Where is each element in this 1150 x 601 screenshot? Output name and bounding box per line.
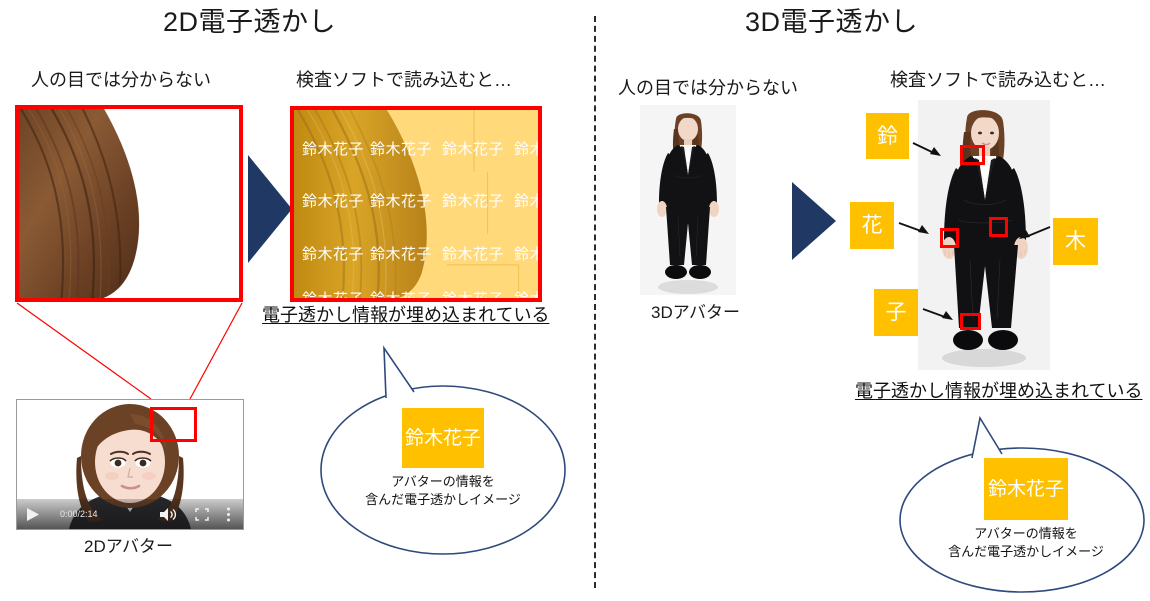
zoom-connector-lines: [16, 302, 243, 400]
play-icon[interactable]: [25, 507, 40, 522]
avatar-3d-plain: [640, 105, 736, 295]
watermark-word: 鈴木花子: [514, 291, 542, 302]
watermark-word: 鈴木花子: [370, 141, 433, 158]
char-tile-ko: 子: [874, 289, 918, 336]
right-bubble-caption-line1: アバターの情報を: [974, 526, 1078, 541]
right-bubble-outline: [899, 415, 1145, 593]
right-software-label: 検査ソフトで読み込むと…: [890, 70, 1106, 90]
watermark-word: 鈴木花子: [370, 193, 433, 210]
right-bubble-caption: アバターの情報を 含んだ電子透かしイメージ: [948, 525, 1104, 560]
char-tile-hana: 花: [850, 202, 894, 249]
left-bubble-caption: アバターの情報を 含んだ電子透かしイメージ: [365, 473, 521, 508]
left-speech-bubble: 鈴木花子 アバターの情報を 含んだ電子透かしイメージ: [318, 340, 568, 558]
watermark-word: 鈴木花子: [442, 246, 505, 263]
watermark-readout-panel: 鈴木花子 鈴木花子 鈴木花子 鈴木花子 鈴木花子 鈴木花子 鈴木花子 鈴木花子 …: [290, 106, 542, 302]
video-timestamp: 0:00/2:14: [60, 509, 98, 519]
arrow-to-right-hand-icon: [1019, 226, 1051, 239]
watermark-word: 鈴木花子: [514, 246, 542, 263]
right-speech-bubble: 鈴木花子 アバターの情報を 含んだ電子透かしイメージ: [898, 412, 1150, 596]
right-hidden-label: 人の目では分からない: [618, 78, 798, 98]
hair-zoom-panel: [15, 105, 243, 302]
char-tile-ki: 木: [1053, 218, 1098, 265]
watermark-word-grid: 鈴木花子 鈴木花子 鈴木花子 鈴木花子 鈴木花子 鈴木花子 鈴木花子 鈴木花子 …: [294, 110, 538, 298]
right-bubble-content: 鈴木花子 アバターの情報を 含んだ電子透かしイメージ: [898, 458, 1150, 560]
left-hidden-label: 人の目では分からない: [31, 70, 211, 90]
left-avatar-label: 2Dアバター: [84, 537, 174, 556]
watermark-word: 鈴木花子: [302, 141, 365, 158]
left-flow-arrow-icon: [248, 155, 292, 263]
fullscreen-icon[interactable]: [195, 508, 209, 521]
watermark-word: 鈴木花子: [442, 291, 505, 302]
left-bubble-content: 鈴木花子 アバターの情報を 含んだ電子透かしイメージ: [318, 408, 568, 508]
right-flow-arrow-icon: [792, 182, 836, 260]
watermark-word: 鈴木花子: [514, 193, 542, 210]
left-bubble-outline: [320, 345, 566, 555]
video-player[interactable]: 0:00/2:14: [16, 399, 244, 530]
arrow-to-shoulder-icon: [912, 142, 941, 156]
arrow-to-left-hand-icon: [898, 222, 929, 234]
section-divider: [594, 16, 596, 588]
left-embedded-note: 電子透かし情報が埋め込まれている: [262, 305, 550, 325]
watermark-word: 鈴木花子: [302, 193, 365, 210]
right-plain-avatar-label: 3Dアバター: [651, 303, 741, 322]
watermark-marker-right-hand: [989, 217, 1008, 237]
hair-region-highlight: [150, 407, 197, 442]
right-bubble-swatch: 鈴木花子: [984, 458, 1068, 520]
volume-icon[interactable]: [159, 507, 177, 522]
watermark-word: 鈴木花子: [442, 141, 505, 158]
watermark-marker-knee: [960, 313, 981, 330]
avatar-3d-plain-image: [640, 105, 736, 295]
right-bubble-caption-line2: 含んだ電子透かしイメージ: [948, 543, 1104, 559]
watermark-background-art: [294, 110, 538, 298]
watermark-word: 鈴木花子: [442, 193, 505, 210]
left-bubble-swatch: 鈴木花子: [402, 408, 484, 468]
right-embedded-note: 電子透かし情報が埋め込まれている: [855, 381, 1143, 401]
left-bubble-caption-line1: アバターの情報を: [391, 474, 495, 489]
more-options-icon[interactable]: [226, 507, 231, 522]
video-control-bar[interactable]: 0:00/2:14: [17, 499, 243, 529]
watermark-word: 鈴木花子: [370, 291, 433, 302]
left-section-title: 2D電子透かし: [163, 7, 337, 37]
hair-closeup-image: [19, 109, 239, 298]
char-tile-suzu: 鈴: [866, 113, 909, 159]
watermark-word: 鈴木花子: [302, 246, 365, 263]
right-section-title: 3D電子透かし: [745, 7, 919, 37]
watermark-word: 鈴木花子: [302, 291, 365, 302]
arrow-to-knee-icon: [922, 308, 953, 320]
watermark-word: 鈴木花子: [370, 246, 433, 263]
left-software-label: 検査ソフトで読み込むと…: [296, 70, 512, 90]
watermark-marker-left-hand: [940, 228, 959, 248]
watermark-marker-shoulder: [960, 145, 985, 165]
watermark-word: 鈴木花子: [514, 141, 542, 158]
left-bubble-caption-line2: 含んだ電子透かしイメージ: [365, 491, 521, 507]
